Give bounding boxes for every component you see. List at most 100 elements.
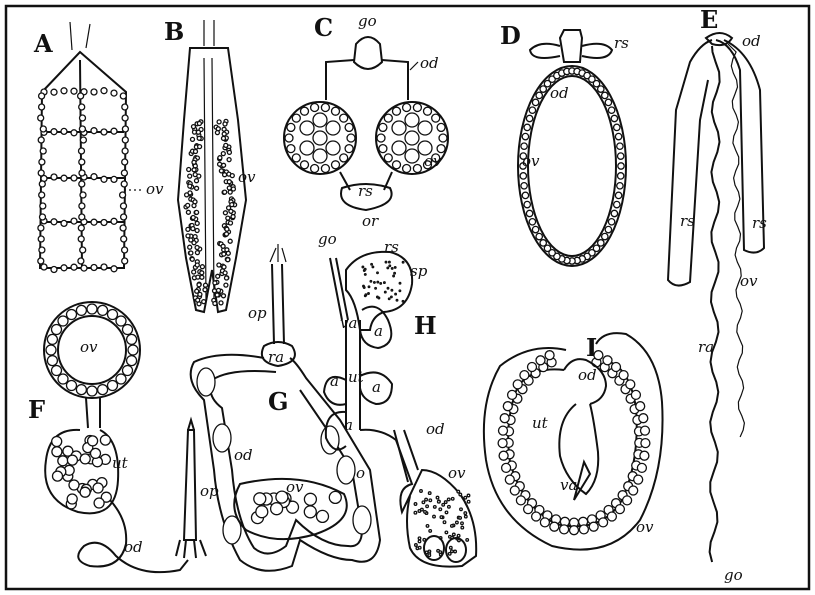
egg (122, 104, 128, 110)
egg (522, 192, 528, 198)
egg (47, 356, 57, 366)
figure-letter-c: C (314, 13, 333, 42)
egg (190, 257, 194, 261)
egg (608, 107, 614, 113)
egg (598, 86, 604, 92)
egg (639, 414, 648, 423)
egg (40, 126, 46, 132)
figure-f-label-ut: ut (112, 454, 129, 472)
egg (228, 190, 232, 194)
egg (611, 115, 617, 121)
egg (52, 447, 62, 457)
egg (498, 439, 507, 448)
egg (226, 258, 230, 262)
egg (80, 192, 86, 198)
dot (448, 506, 451, 509)
egg (623, 496, 632, 505)
egg (634, 475, 643, 484)
egg (594, 351, 603, 360)
egg (51, 89, 57, 95)
egg (520, 173, 526, 179)
egg (187, 168, 191, 172)
egg (223, 173, 227, 177)
egg (217, 263, 221, 267)
egg (101, 220, 107, 226)
egg (524, 505, 533, 514)
egg (79, 104, 85, 110)
dot (442, 504, 445, 507)
dot (454, 550, 457, 553)
egg (384, 114, 392, 122)
egg (122, 115, 128, 121)
egg (226, 251, 230, 255)
sperm-dot (389, 265, 391, 267)
egg (626, 380, 635, 389)
egg (195, 251, 199, 255)
egg (188, 184, 192, 188)
egg (437, 123, 445, 131)
egg (204, 283, 208, 287)
sperm-dot (372, 266, 374, 268)
dot (439, 508, 442, 511)
egg (38, 258, 44, 264)
egg (608, 219, 614, 225)
egg (38, 137, 44, 143)
dot (420, 490, 423, 493)
egg (51, 174, 57, 180)
egg (80, 137, 86, 143)
sperm-dot (371, 264, 373, 266)
egg (218, 156, 222, 160)
egg (605, 99, 611, 105)
figure-f-label-ov: ov (80, 338, 98, 356)
egg (200, 271, 204, 275)
egg (111, 266, 117, 272)
egg (111, 176, 117, 182)
egg (321, 104, 329, 112)
egg (195, 179, 199, 183)
egg (528, 363, 537, 372)
figure-e-label-ra: ra (698, 338, 714, 356)
figure-g-label-op: op (248, 304, 267, 322)
egg (393, 107, 401, 115)
figure-h-label-go: go (318, 230, 337, 248)
egg (641, 426, 650, 435)
figure-d-label-od: od (550, 84, 569, 102)
egg (524, 201, 530, 207)
egg (91, 128, 97, 134)
egg (432, 114, 440, 122)
egg (195, 221, 199, 225)
egg (91, 174, 97, 180)
egg (191, 227, 195, 231)
figure-c-label-go: go (358, 12, 377, 30)
sperm-dot (368, 293, 370, 295)
figure-e-label-go: go (724, 566, 743, 584)
egg (122, 126, 128, 132)
egg (121, 181, 127, 187)
sperm-dot (380, 283, 382, 285)
egg (605, 226, 611, 232)
egg (197, 136, 201, 140)
egg (39, 93, 45, 99)
egg (304, 506, 316, 518)
egg (222, 136, 226, 140)
egg (345, 123, 353, 131)
sperm-dot (374, 282, 376, 284)
egg (195, 263, 199, 267)
egg (570, 526, 579, 535)
egg (502, 463, 511, 472)
egg (532, 512, 541, 521)
sperm-dot (391, 268, 393, 270)
egg (189, 251, 193, 255)
egg (51, 129, 57, 135)
dot (445, 511, 448, 514)
egg (122, 159, 128, 165)
dot (464, 496, 467, 499)
egg (58, 374, 68, 384)
figure-i-label-ut: ut (532, 414, 549, 432)
sperm-dot (362, 266, 364, 268)
figure-h-label-a3: a (330, 372, 339, 390)
dot (464, 512, 467, 515)
dot (466, 539, 469, 542)
sperm-dot (385, 261, 387, 263)
egg (71, 264, 77, 270)
